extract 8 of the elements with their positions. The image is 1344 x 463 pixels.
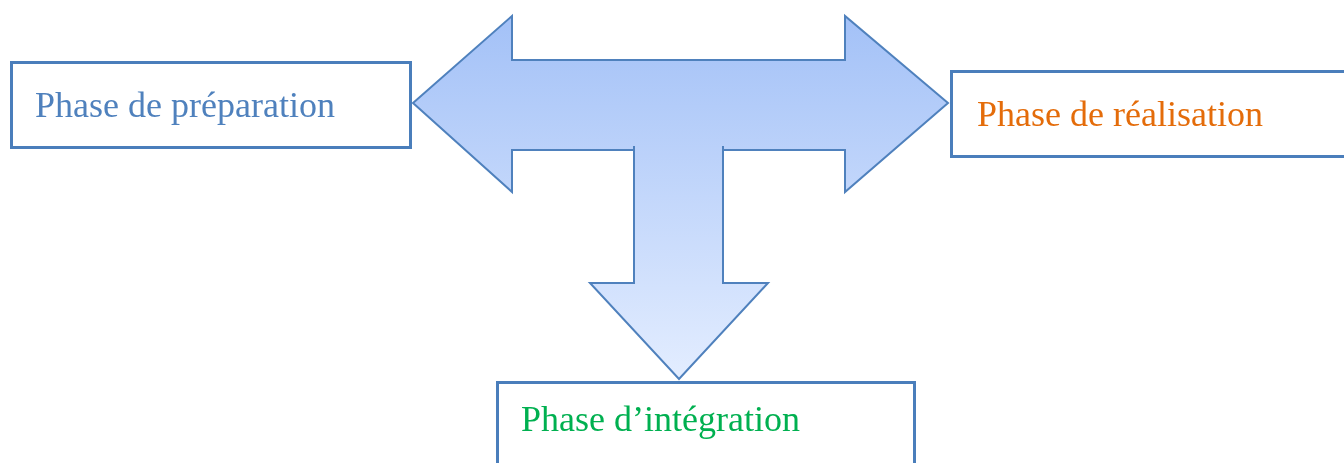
block-arrow (411, 13, 950, 195)
phase-box (950, 70, 1344, 158)
phase-label: Phase de préparation (35, 84, 335, 126)
phase-box (496, 381, 916, 463)
block-arrow (587, 145, 771, 381)
phase-box (10, 61, 412, 149)
phase-label: Phase d’intégration (521, 398, 800, 440)
phase-label: Phase de réalisation (977, 93, 1263, 135)
